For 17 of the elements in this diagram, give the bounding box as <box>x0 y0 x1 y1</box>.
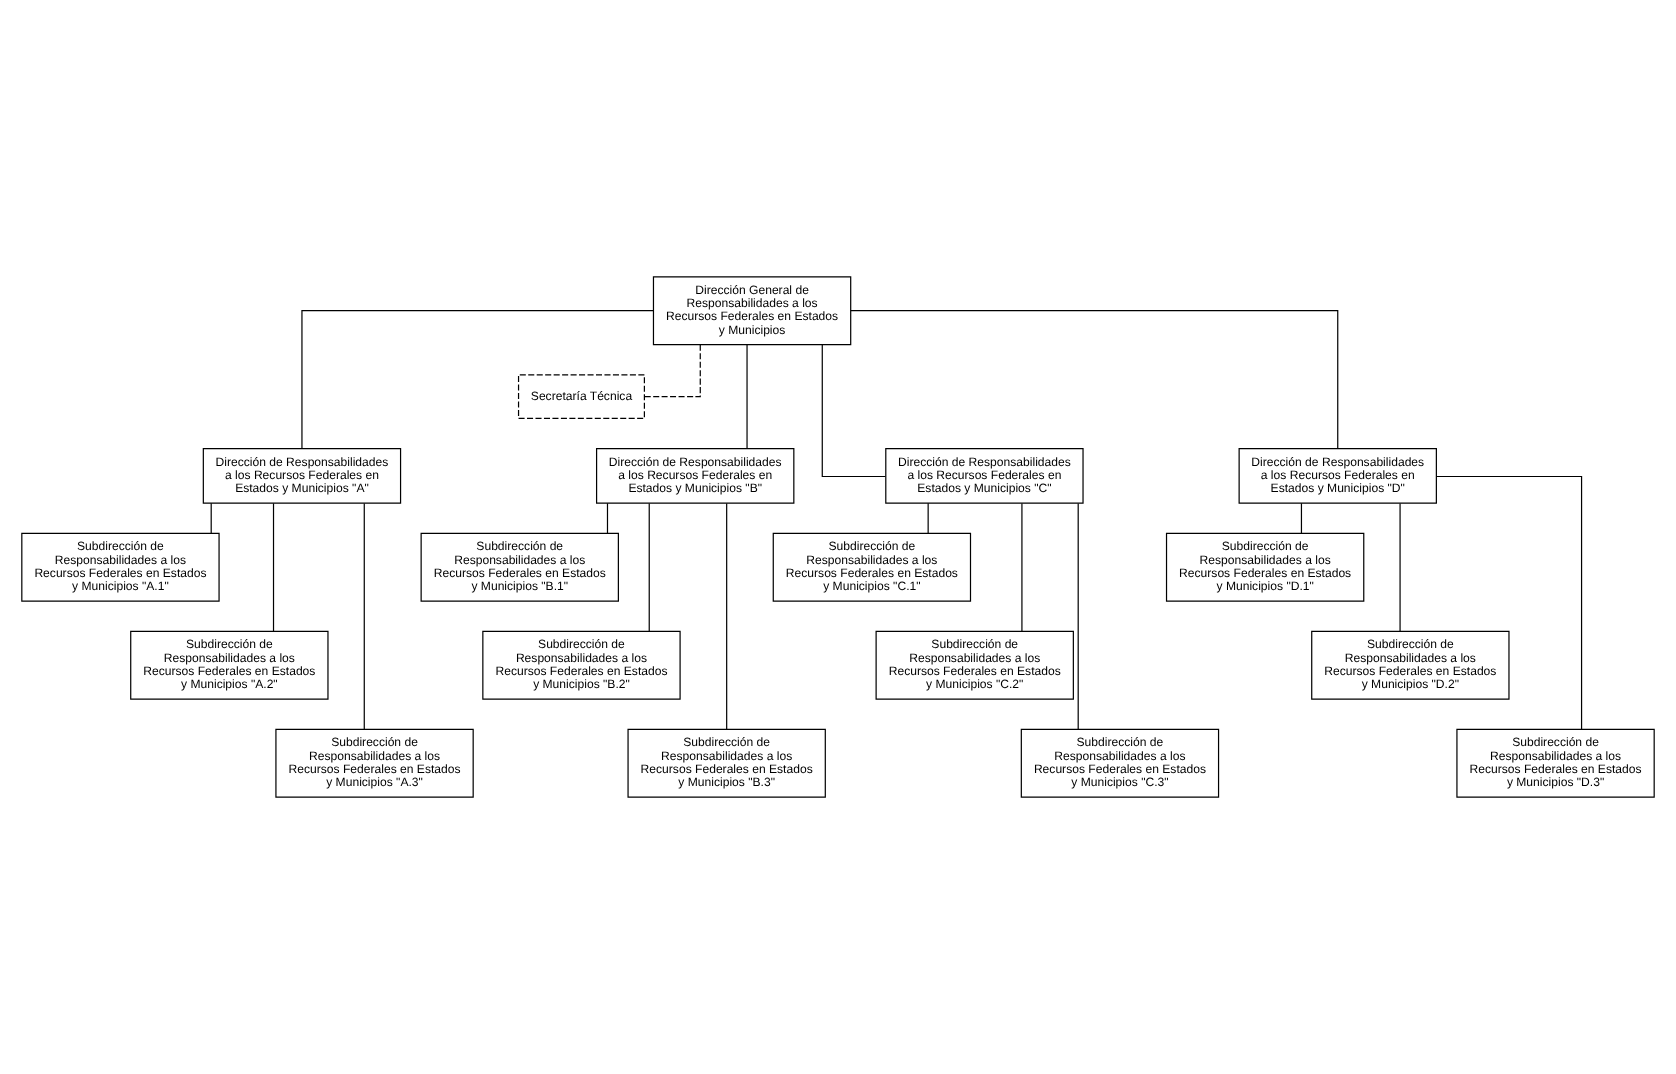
connector <box>746 344 748 449</box>
connector <box>1021 502 1023 632</box>
connector <box>1077 502 1079 730</box>
connector <box>1435 475 1583 730</box>
connector <box>272 502 275 632</box>
connector <box>644 344 701 398</box>
connector <box>301 310 654 450</box>
connector <box>648 502 650 632</box>
connector <box>210 502 212 534</box>
connector <box>606 502 609 534</box>
connector <box>927 502 929 534</box>
connector <box>1300 502 1303 534</box>
connector <box>726 502 728 730</box>
connector <box>850 310 1339 450</box>
connector <box>363 502 365 730</box>
connector <box>1399 502 1401 632</box>
connector <box>821 344 887 478</box>
